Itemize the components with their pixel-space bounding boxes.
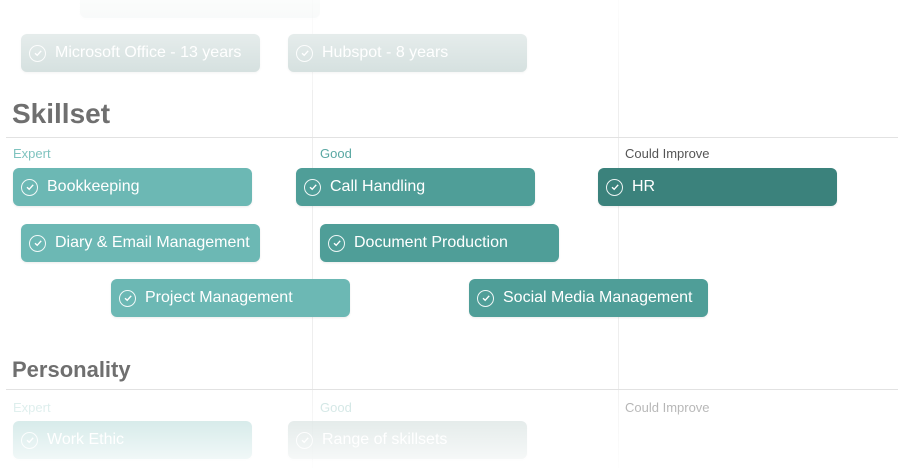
skill-chip-project-management[interactable]: Project Management <box>111 279 350 317</box>
column-label-could-improve: Could Improve <box>625 146 710 161</box>
chip-label: Diary & Email Management <box>55 234 250 251</box>
check-circle-icon <box>119 289 136 307</box>
chip-label: Call Handling <box>330 178 426 195</box>
skill-chip[interactable]: Hubspot - 8 years <box>288 34 527 72</box>
check-circle-icon <box>296 431 313 449</box>
skill-chip-bookkeeping[interactable]: Bookkeeping <box>13 168 252 206</box>
chip-label: Microsoft Office - 13 years <box>55 44 242 61</box>
skill-chip-social-media[interactable]: Social Media Management <box>469 279 708 317</box>
check-circle-icon <box>304 178 321 196</box>
column-divider <box>618 0 619 468</box>
column-divider <box>312 0 313 468</box>
check-circle-icon <box>328 234 345 252</box>
personality-chip-work-ethic[interactable]: Work Ethic <box>13 421 252 459</box>
chip-placeholder-top <box>80 0 320 18</box>
chip-label: Project Management <box>145 289 293 306</box>
column-label-could-improve: Could Improve <box>625 400 710 415</box>
check-circle-icon <box>296 44 313 62</box>
chip-label: Hubspot - 8 years <box>322 44 449 61</box>
section-title-personality: Personality <box>12 357 131 382</box>
section-divider <box>6 389 898 390</box>
chip-label: Bookkeeping <box>47 178 140 195</box>
column-label-good: Good <box>320 146 352 161</box>
check-circle-icon <box>29 234 46 252</box>
column-label-expert: Expert <box>13 146 51 161</box>
skill-chip[interactable]: Microsoft Office - 13 years <box>21 34 260 72</box>
personality-chip-range-of-skillsets[interactable]: Range of skillsets <box>288 421 527 459</box>
column-label-good: Good <box>320 400 352 415</box>
check-circle-icon <box>21 431 38 449</box>
skill-chip-call-handling[interactable]: Call Handling <box>296 168 535 206</box>
chip-label: Document Production <box>354 234 508 251</box>
chip-label: Work Ethic <box>47 431 125 448</box>
check-circle-icon <box>477 289 494 307</box>
section-divider <box>6 137 898 138</box>
skill-chip-hr[interactable]: HR <box>598 168 837 206</box>
check-circle-icon <box>21 178 38 196</box>
chip-label: Social Media Management <box>503 289 693 306</box>
section-title-skillset: Skillset <box>12 98 111 129</box>
check-circle-icon <box>29 44 46 62</box>
column-label-expert: Expert <box>13 400 51 415</box>
skill-chip-diary-email[interactable]: Diary & Email Management <box>21 224 260 262</box>
chip-label: Range of skillsets <box>322 431 448 448</box>
check-circle-icon <box>606 178 623 196</box>
chip-label: HR <box>632 178 656 195</box>
skill-chip-document-production[interactable]: Document Production <box>320 224 559 262</box>
